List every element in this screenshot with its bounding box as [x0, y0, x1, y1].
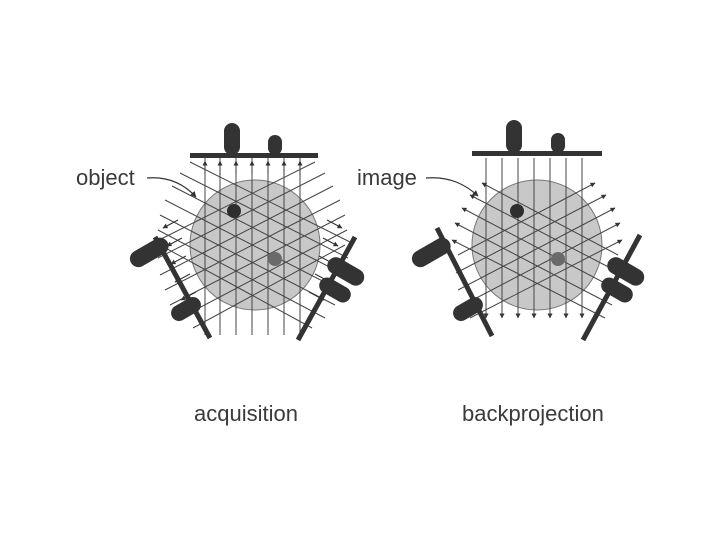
- diagonal-rays-a: [157, 161, 351, 329]
- top-arrowheads: [202, 160, 303, 175]
- image-callout-line: [425, 177, 479, 197]
- grey-spot-bp: [551, 252, 565, 266]
- top-detector-bp: [472, 120, 602, 156]
- right-detector-bp: [580, 233, 645, 342]
- top-detector: [190, 123, 318, 158]
- left-detector: [129, 235, 213, 340]
- acquisition-caption: acquisition: [194, 401, 298, 426]
- right-detector: [295, 235, 365, 342]
- object-label: object: [76, 165, 135, 190]
- dark-spot: [227, 204, 241, 218]
- dark-spot-bp: [510, 204, 524, 218]
- left-detector-bp: [411, 226, 495, 338]
- image-label: image: [357, 165, 417, 190]
- acquisition-panel: object acquisition: [76, 123, 365, 426]
- diagonal-rays-b: [154, 161, 348, 329]
- diagonal-rays-bp-a: [455, 182, 623, 319]
- backprojection-panel: image backprojection: [357, 120, 645, 426]
- diagonal-rays-bp-b: [451, 182, 621, 319]
- backprojection-caption: backprojection: [462, 401, 604, 426]
- grey-spot: [268, 252, 282, 266]
- object-callout-line: [146, 177, 197, 198]
